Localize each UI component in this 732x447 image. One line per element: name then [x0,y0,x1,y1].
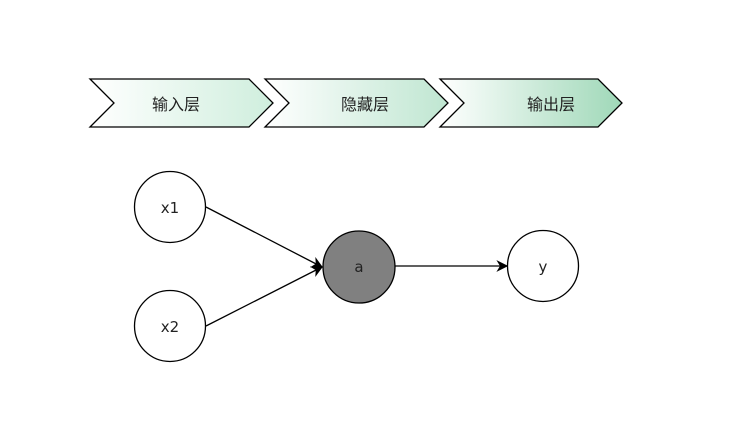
layer-label-input: 输入层 [152,95,200,114]
node-x1: x1 [133,170,207,244]
layer-label-output: 输出层 [527,95,575,114]
node-y-circle [506,229,580,303]
node-x1-circle [133,170,207,244]
node-x1-label: x1 [161,199,179,217]
edge-x2-a [205,266,324,327]
node-y-label: y [539,258,548,276]
node-x2-circle [133,289,207,363]
layer-label-hidden: 隐藏层 [341,95,389,114]
node-x2-label: x2 [161,318,179,336]
layer-chevron-input: 输入层 [88,78,274,128]
node-x2: x2 [133,289,207,363]
node-a-label: a [354,258,363,276]
layer-chevron-output: 输出层 [438,78,623,128]
node-a: a [322,230,396,304]
node-y: y [506,229,580,303]
node-a-circle [322,230,396,304]
edge-x1-a [205,206,324,268]
layer-chevron-hidden: 隐藏层 [263,78,449,128]
